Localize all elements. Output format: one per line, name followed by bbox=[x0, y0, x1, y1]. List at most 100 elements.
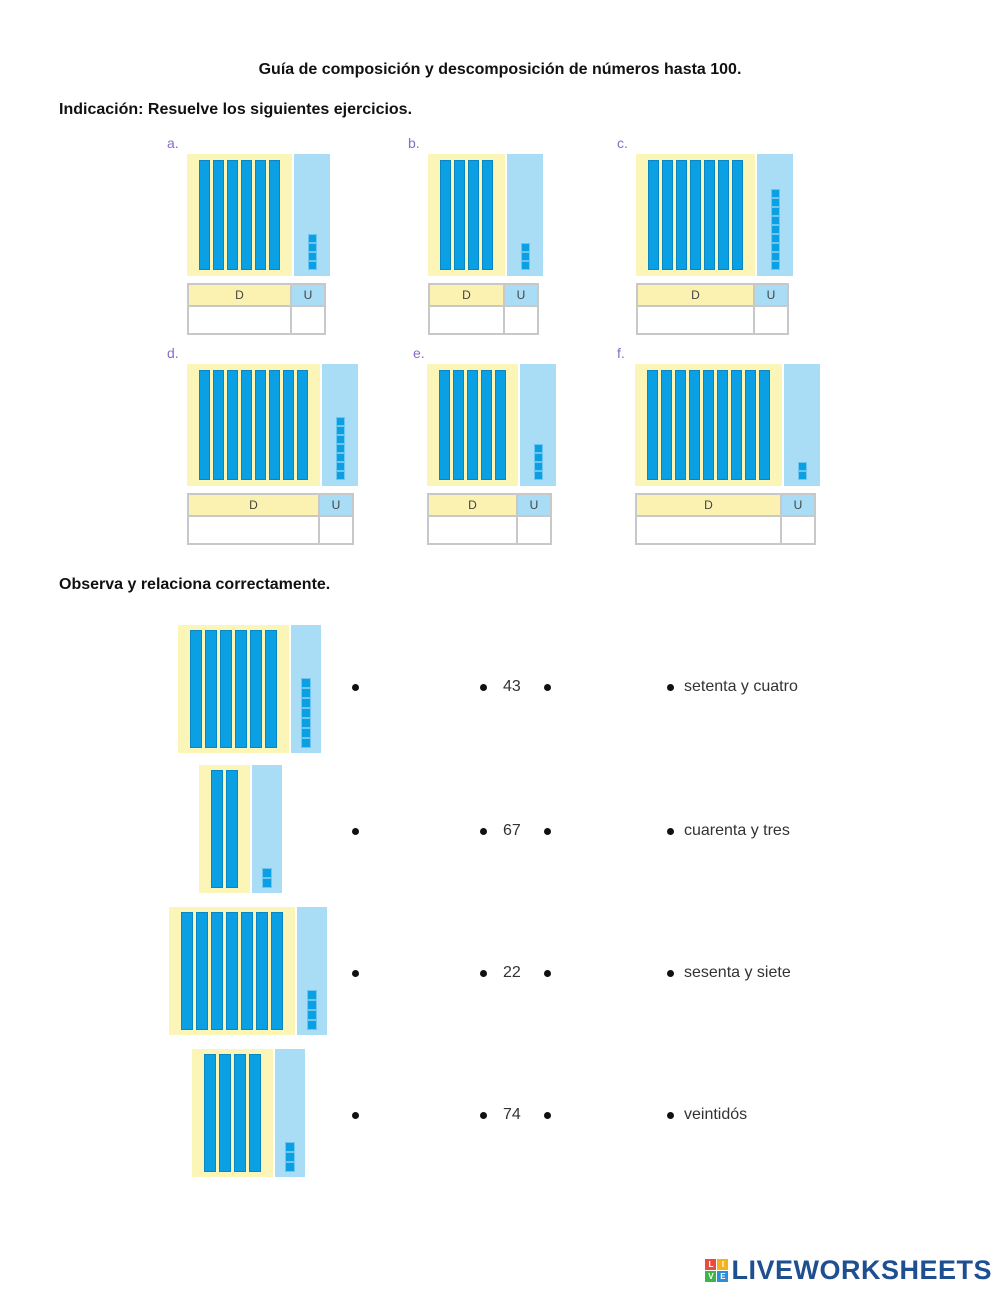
unit-cube bbox=[307, 1000, 317, 1010]
tens-panel bbox=[187, 364, 320, 486]
picture-dot[interactable] bbox=[352, 684, 359, 691]
word-dot[interactable] bbox=[667, 684, 674, 691]
units-panel bbox=[297, 907, 327, 1035]
ten-rod bbox=[662, 160, 673, 270]
unit-cube bbox=[307, 990, 317, 1000]
unit-cube bbox=[520, 243, 530, 252]
units-answer-cell[interactable] bbox=[318, 515, 354, 545]
ten-rod bbox=[661, 370, 672, 480]
match-word: veintidós bbox=[684, 1106, 748, 1123]
unit-cube bbox=[533, 444, 543, 453]
number-right-dot[interactable] bbox=[544, 684, 551, 691]
ten-rod bbox=[271, 912, 283, 1030]
units-answer-cell[interactable] bbox=[780, 515, 816, 545]
tens-answer-cell[interactable] bbox=[427, 515, 518, 545]
unit-cube bbox=[335, 435, 345, 444]
tens-header: D bbox=[635, 493, 782, 517]
unit-cube bbox=[770, 243, 780, 252]
ten-rod bbox=[241, 160, 252, 270]
logo-blocks-icon: L I V E bbox=[705, 1258, 729, 1282]
ten-rod bbox=[732, 160, 743, 270]
units-answer-cell[interactable] bbox=[503, 305, 539, 335]
ten-rod bbox=[199, 160, 210, 270]
ten-rod bbox=[250, 630, 262, 748]
unit-cube bbox=[307, 1020, 317, 1030]
logo-block: E bbox=[717, 1270, 729, 1282]
match-word: setenta y cuatro bbox=[684, 678, 798, 695]
tens-answer-cell[interactable] bbox=[428, 305, 505, 335]
number-right-dot[interactable] bbox=[544, 1112, 551, 1119]
units-panel bbox=[275, 1049, 305, 1177]
word-dot[interactable] bbox=[667, 1112, 674, 1119]
unit-cube bbox=[335, 462, 345, 471]
picture-dot[interactable] bbox=[352, 970, 359, 977]
logo-text: LIVEWORKSHEETS bbox=[731, 1254, 992, 1285]
unit-cube bbox=[335, 444, 345, 453]
units-answer-cell[interactable] bbox=[753, 305, 789, 335]
number-right-dot[interactable] bbox=[544, 828, 551, 835]
unit-cube bbox=[262, 878, 272, 888]
number-left-dot[interactable] bbox=[480, 970, 487, 977]
tens-header: D bbox=[427, 493, 518, 517]
ten-rod bbox=[181, 912, 193, 1030]
exercise-letter: a. bbox=[167, 135, 179, 151]
ten-rod bbox=[676, 160, 687, 270]
unit-cube bbox=[307, 234, 317, 243]
units-answer-cell[interactable] bbox=[290, 305, 326, 335]
tens-answer-cell[interactable] bbox=[187, 515, 320, 545]
tens-panel bbox=[427, 364, 518, 486]
number-right-dot[interactable] bbox=[544, 970, 551, 977]
ten-rod bbox=[235, 630, 247, 748]
ten-rod bbox=[269, 370, 280, 480]
number-left-dot[interactable] bbox=[480, 1112, 487, 1119]
ten-rod bbox=[440, 160, 451, 270]
ten-rod bbox=[241, 912, 253, 1030]
ten-rod bbox=[731, 370, 742, 480]
tens-header: D bbox=[428, 283, 505, 307]
unit-cube bbox=[307, 243, 317, 252]
picture-dot[interactable] bbox=[352, 1112, 359, 1119]
ten-rod bbox=[759, 370, 770, 480]
ten-rod bbox=[227, 370, 238, 480]
unit-cube bbox=[301, 698, 311, 708]
unit-cube bbox=[520, 261, 530, 270]
units-answer-cell[interactable] bbox=[516, 515, 552, 545]
tens-panel bbox=[428, 154, 505, 276]
tens-header: D bbox=[636, 283, 755, 307]
number-left-dot[interactable] bbox=[480, 684, 487, 691]
tens-answer-cell[interactable] bbox=[635, 515, 782, 545]
units-panel bbox=[291, 625, 321, 753]
unit-cube bbox=[262, 868, 272, 878]
ten-rod bbox=[703, 370, 714, 480]
ten-rod bbox=[265, 630, 277, 748]
unit-cube bbox=[520, 252, 530, 261]
tens-header: D bbox=[187, 493, 320, 517]
word-dot[interactable] bbox=[667, 970, 674, 977]
unit-cube bbox=[770, 225, 780, 234]
unit-cube bbox=[301, 688, 311, 698]
ten-rod bbox=[226, 912, 238, 1030]
logo-block: V bbox=[705, 1270, 717, 1282]
logo-block: I bbox=[717, 1258, 729, 1270]
ten-rod bbox=[211, 912, 223, 1030]
picture-dot[interactable] bbox=[352, 828, 359, 835]
unit-cube bbox=[285, 1162, 295, 1172]
unit-cube bbox=[770, 216, 780, 225]
units-panel bbox=[784, 364, 820, 486]
ten-rod bbox=[689, 370, 700, 480]
units-header: U bbox=[503, 283, 539, 307]
tens-panel bbox=[187, 154, 292, 276]
match-word: cuarenta y tres bbox=[684, 822, 790, 839]
unit-cube bbox=[797, 471, 807, 480]
match-number: 43 bbox=[503, 678, 521, 695]
word-dot[interactable] bbox=[667, 828, 674, 835]
ten-rod bbox=[745, 370, 756, 480]
units-header: U bbox=[753, 283, 789, 307]
tens-answer-cell[interactable] bbox=[187, 305, 292, 335]
unit-cube bbox=[335, 417, 345, 426]
number-left-dot[interactable] bbox=[480, 828, 487, 835]
tens-answer-cell[interactable] bbox=[636, 305, 755, 335]
